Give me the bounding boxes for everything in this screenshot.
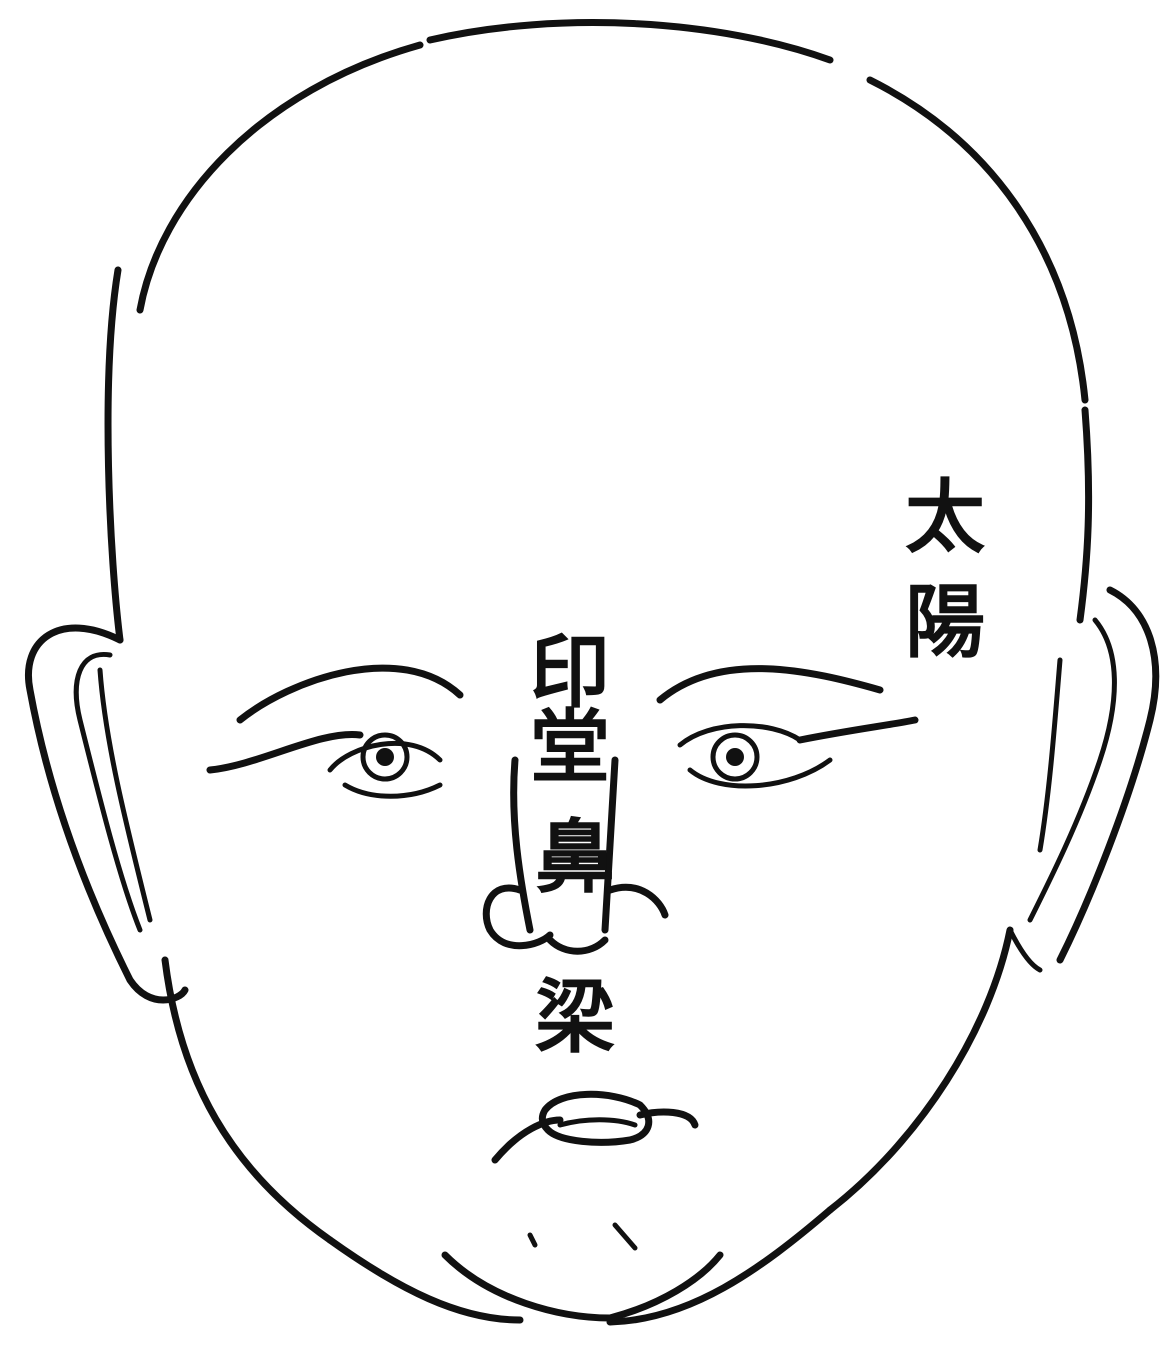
label-yintang: 印 堂 bbox=[530, 625, 610, 794]
mouth bbox=[495, 1094, 695, 1160]
left-ear bbox=[28, 628, 185, 1000]
taiyang-char-2: 陽 bbox=[905, 575, 985, 669]
right-eye bbox=[680, 720, 915, 786]
biliang-char-1: 鼻 bbox=[535, 810, 615, 904]
right-eyebrow bbox=[660, 669, 880, 700]
taiyang-char-1: 太 bbox=[905, 470, 985, 564]
label-taiyang: 太 陽 bbox=[905, 470, 985, 669]
left-eye bbox=[210, 735, 440, 797]
yintang-char-2: 堂 bbox=[530, 700, 610, 794]
right-ear bbox=[1010, 590, 1156, 970]
chin bbox=[445, 1225, 720, 1318]
left-eyebrow bbox=[240, 668, 460, 720]
biliang-char-2: 梁 bbox=[535, 970, 615, 1064]
